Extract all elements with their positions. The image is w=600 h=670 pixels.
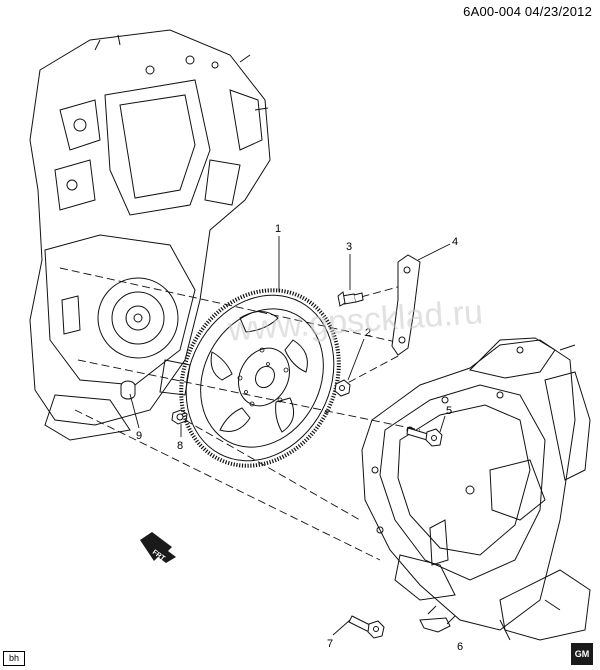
- leader-lines: [129, 236, 456, 636]
- callout-7: 7: [327, 638, 333, 650]
- alignment-lines: [59, 267, 421, 561]
- callout-1: 1: [275, 223, 281, 235]
- callout-2: 2: [365, 327, 371, 339]
- callout-5: 5: [446, 405, 452, 417]
- callout-3: 3: [346, 241, 352, 253]
- brand-logo-icon: GM: [571, 643, 593, 665]
- callout-6: 6: [457, 641, 463, 653]
- callout-8: 8: [177, 440, 183, 452]
- bolt-transmission: [406, 427, 443, 447]
- bolt-lower: [348, 615, 385, 639]
- front-direction-arrow: FRT: [140, 532, 176, 563]
- bracket: [391, 254, 421, 356]
- transmission-housing: [361, 337, 591, 641]
- bolt-upper: [337, 291, 364, 307]
- flywheel-windows: [210, 311, 308, 433]
- corner-tag: bh: [3, 651, 25, 666]
- dowel-pin: [120, 380, 136, 400]
- diagram-reference-code: 6A00-004 04/23/2012: [463, 4, 592, 19]
- engine-block: [29, 29, 271, 441]
- flywheel-bolt: [334, 379, 351, 397]
- callout-labels: 1 2 3 4 5 6 7 8 9: [136, 223, 463, 653]
- callout-9: 9: [136, 430, 142, 442]
- clip: [419, 605, 451, 633]
- callout-4: 4: [452, 236, 458, 248]
- flywheel-bolt-holes: [237, 347, 289, 407]
- flywheel: [179, 288, 341, 468]
